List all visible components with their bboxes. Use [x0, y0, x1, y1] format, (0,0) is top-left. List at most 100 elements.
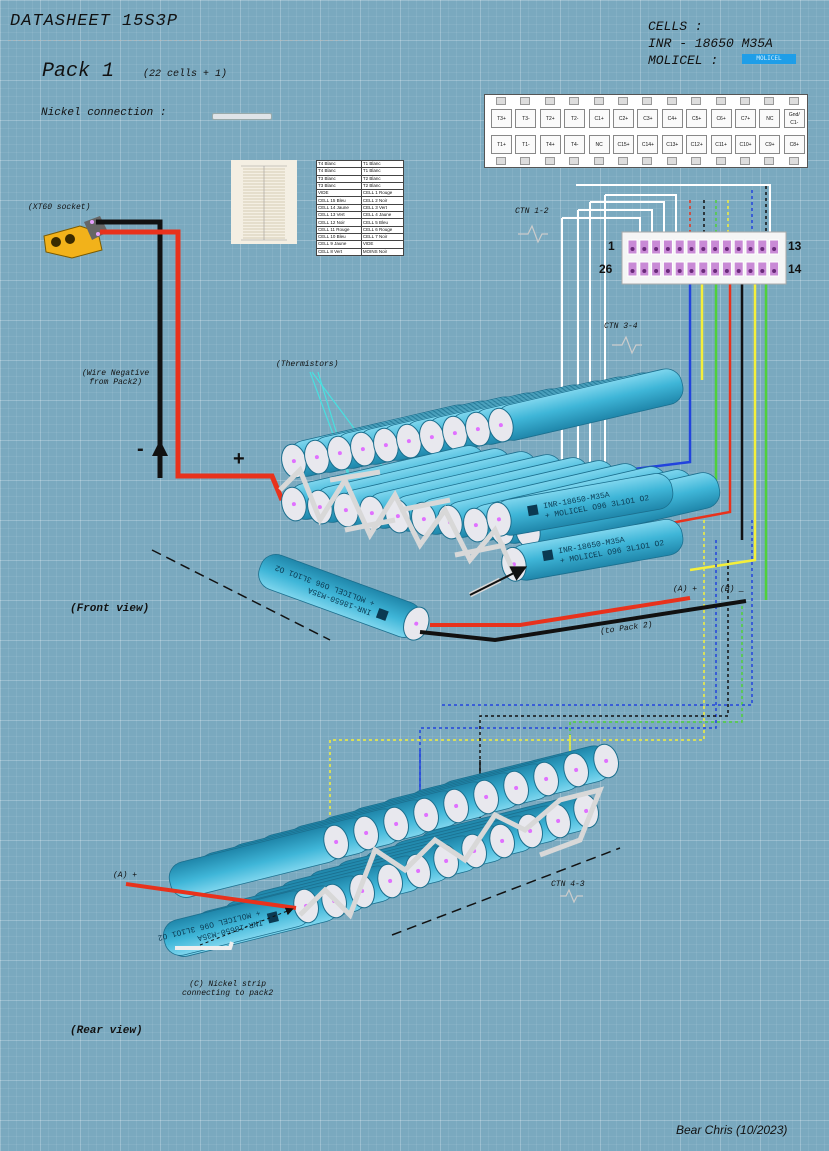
connector-tab [764, 157, 775, 165]
connector-pin-cell: T3- [515, 109, 537, 128]
cell-weld-point [498, 423, 503, 428]
xt60-label: (XT60 socket) [28, 203, 91, 212]
connector-tab [715, 157, 726, 165]
molicel-logo: MOLICEL [742, 54, 796, 64]
connector-tab [691, 97, 702, 105]
pin-26-label: 26 [599, 262, 613, 276]
rear-cell-pack: INR-18650-M35A+ MOLICEL O96 3L1O1 O2 [156, 743, 619, 957]
connector-pin-hole [724, 247, 729, 251]
cells-info: CELLS : INR - 18650 M35A MOLICEL : [648, 18, 773, 69]
connector-pin-hole [689, 247, 694, 251]
cell-weld-point [514, 785, 519, 790]
cell-weld-point [383, 443, 388, 448]
connector-tab [788, 157, 799, 165]
cell-weld-point [429, 435, 434, 440]
connector-tab [496, 157, 506, 165]
connector-pin-cell: T2- [564, 109, 586, 128]
connector-pin-cell: T4+ [539, 135, 561, 154]
cell-weld-point [574, 767, 579, 772]
connector-pin-hole [642, 269, 647, 273]
cell-weld-point [394, 821, 399, 826]
rear-red-wire [125, 882, 297, 910]
ctn34-label: CTN 3-4 [604, 322, 638, 331]
connector-pin-cell: C12+ [686, 135, 708, 154]
cell-weld-point [604, 758, 609, 763]
connector-tab [569, 157, 580, 165]
balance-wires [609, 280, 768, 600]
nickel-strip-note: (C) Nickel strip connecting to pack2 [182, 980, 274, 998]
connector-pin-cell: C5+ [686, 109, 708, 128]
connector-pin-hole [724, 269, 729, 273]
connector-pin-cell: C8+ [783, 135, 805, 154]
connector-pin-hole [665, 269, 670, 273]
cells-brand: MOLICEL : [648, 53, 719, 68]
connector-tab [764, 97, 775, 105]
rear-nickel-strip [298, 786, 605, 920]
front-nickel-bridges [329, 469, 506, 598]
cell-weld-point [484, 794, 489, 799]
pin-14-label: 14 [788, 262, 802, 276]
connector-tab [788, 97, 799, 105]
battery-cell: INR-18650-M35A+ MOLICEL O96 3L1O1 O2 [486, 473, 674, 537]
pack-subtitle: (22 cells + 1) [143, 69, 228, 80]
wire-table-cell: MOINS Noir [360, 247, 405, 256]
b-minus-front-label: (B) _ [720, 585, 745, 594]
plus-sign: + [233, 448, 245, 470]
cell-weld-point [421, 517, 426, 522]
cell-weld-point [584, 808, 589, 813]
connector-tab [569, 97, 580, 105]
nickel-connection-label: Nickel connection : [41, 107, 167, 119]
a-plus-front-label: (A) + [673, 585, 698, 594]
rear-arrow [199, 907, 294, 946]
cell-weld-point [473, 523, 478, 528]
connector-pin-hole [748, 269, 753, 273]
pin-13-label: 13 [788, 239, 802, 253]
rear-view-label: (Rear view) [70, 1025, 143, 1037]
cell-weld-point [369, 511, 374, 516]
battery-cell [488, 368, 684, 443]
connector-pin-hole [760, 269, 765, 273]
cell-weld-point [414, 621, 419, 626]
minus-sign: - [137, 438, 144, 460]
connector-pin-hole [642, 247, 647, 251]
connector-tab [593, 97, 604, 105]
cells-model: INR - 18650 M35A [648, 36, 773, 51]
cell-weld-point [544, 776, 549, 781]
cell-qr-code [375, 608, 389, 621]
connector-pin-cell: C15+ [613, 135, 634, 154]
connector-pin-hole [665, 247, 670, 251]
connector-tab [496, 97, 506, 105]
connector-pin-cell: T1+ [491, 135, 512, 154]
connector-pin-cell: C7+ [735, 109, 756, 128]
connector-pin-cell: T2+ [539, 109, 561, 128]
cell-weld-point [416, 868, 421, 873]
cell-weld-point [388, 878, 393, 883]
cell-weld-point [500, 838, 505, 843]
datasheet-title: DATASHEET 15S3P [10, 12, 179, 31]
connector-pin-hole [713, 269, 718, 273]
connector-pin-hole [736, 269, 741, 273]
front-black-output-wire [419, 599, 747, 643]
cell-weld-point [364, 830, 369, 835]
cell-weld-point [444, 858, 449, 863]
connector-pin-cell: C2+ [613, 109, 634, 128]
connector-tab [666, 97, 677, 105]
author-credit: Bear Chris (10/2023) [676, 1123, 788, 1137]
connector-tab [740, 97, 750, 105]
connector-pin-cell: C3+ [637, 109, 659, 128]
cell-qr-code [542, 549, 554, 562]
front-red-output-wire [430, 596, 691, 627]
connector-pin-hole [677, 269, 682, 273]
connector-pin-hole [677, 247, 682, 251]
cell-qr-code [266, 911, 279, 924]
balance-connector [621, 231, 787, 285]
connector-tab [691, 157, 702, 165]
connector-pin-hole [772, 247, 777, 251]
front-cell-pack: INR-18650-M35A+ MOLICEL O96 3L1O1 O2INR-… [258, 368, 721, 641]
connector-pin-hole [760, 247, 765, 251]
connector-pin-hole [630, 247, 635, 251]
connector-pin-cell: T4- [564, 135, 586, 154]
wire-negative-black [96, 219, 163, 478]
